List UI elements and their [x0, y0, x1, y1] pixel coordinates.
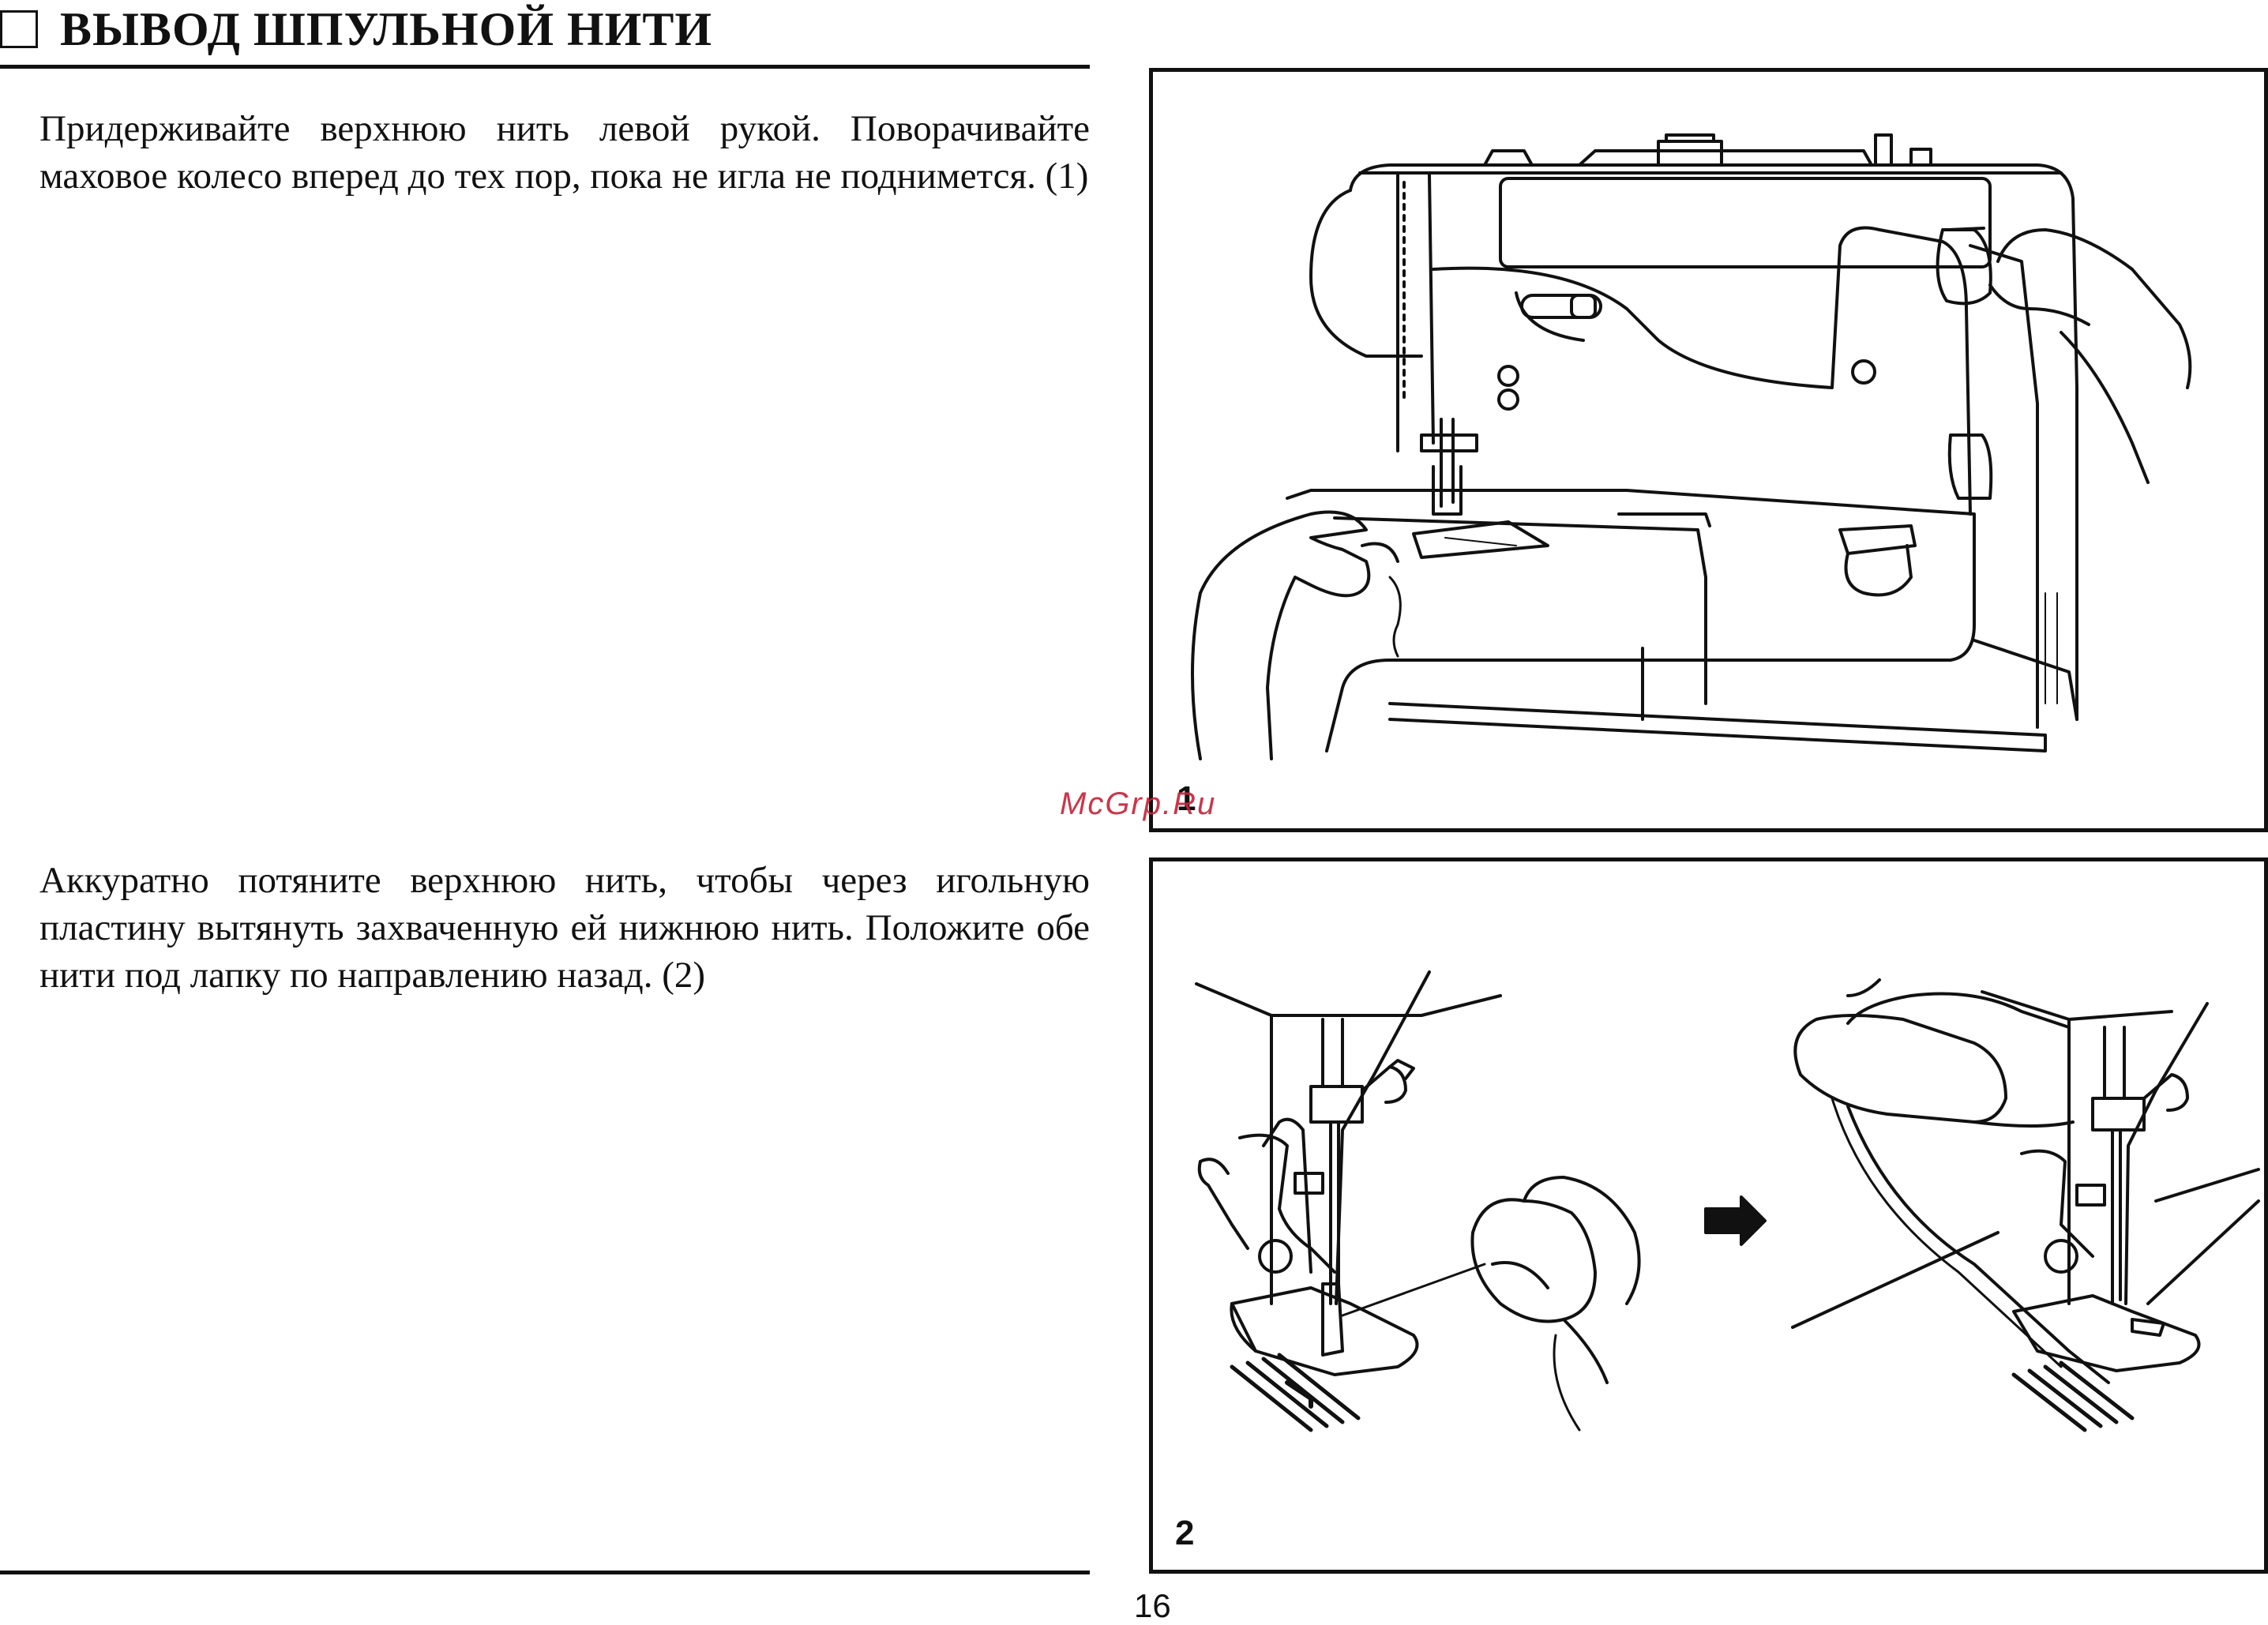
figure-2-panel: 2 — [1149, 858, 2268, 1574]
presser-foot-illustration — [1195, 970, 2260, 1432]
figure-1-number: 1 — [1177, 779, 1196, 818]
step-1-text: Придерживайте верхнюю нить левой рукой. … — [39, 108, 1090, 197]
figure-2-number: 2 — [1175, 1514, 1195, 1552]
page-title-text: ВЫВОД ШПУЛЬНОЙ НИТИ — [60, 2, 713, 55]
title-underline — [0, 65, 1090, 69]
bottom-rule — [0, 1571, 1090, 1574]
figure-1-panel: 1 — [1149, 68, 2268, 832]
step-2-text: Аккуратно потяните верхнюю нить, чтобы ч… — [39, 860, 1090, 996]
checkbox-icon — [0, 10, 38, 48]
page-number: 16 — [1134, 1587, 1171, 1624]
watermark: McGrp.Ru — [1060, 786, 1217, 821]
sewing-machine-illustration — [1191, 133, 2192, 760]
page-title: ВЫВОД ШПУЛЬНОЙ НИТИ — [0, 2, 712, 57]
